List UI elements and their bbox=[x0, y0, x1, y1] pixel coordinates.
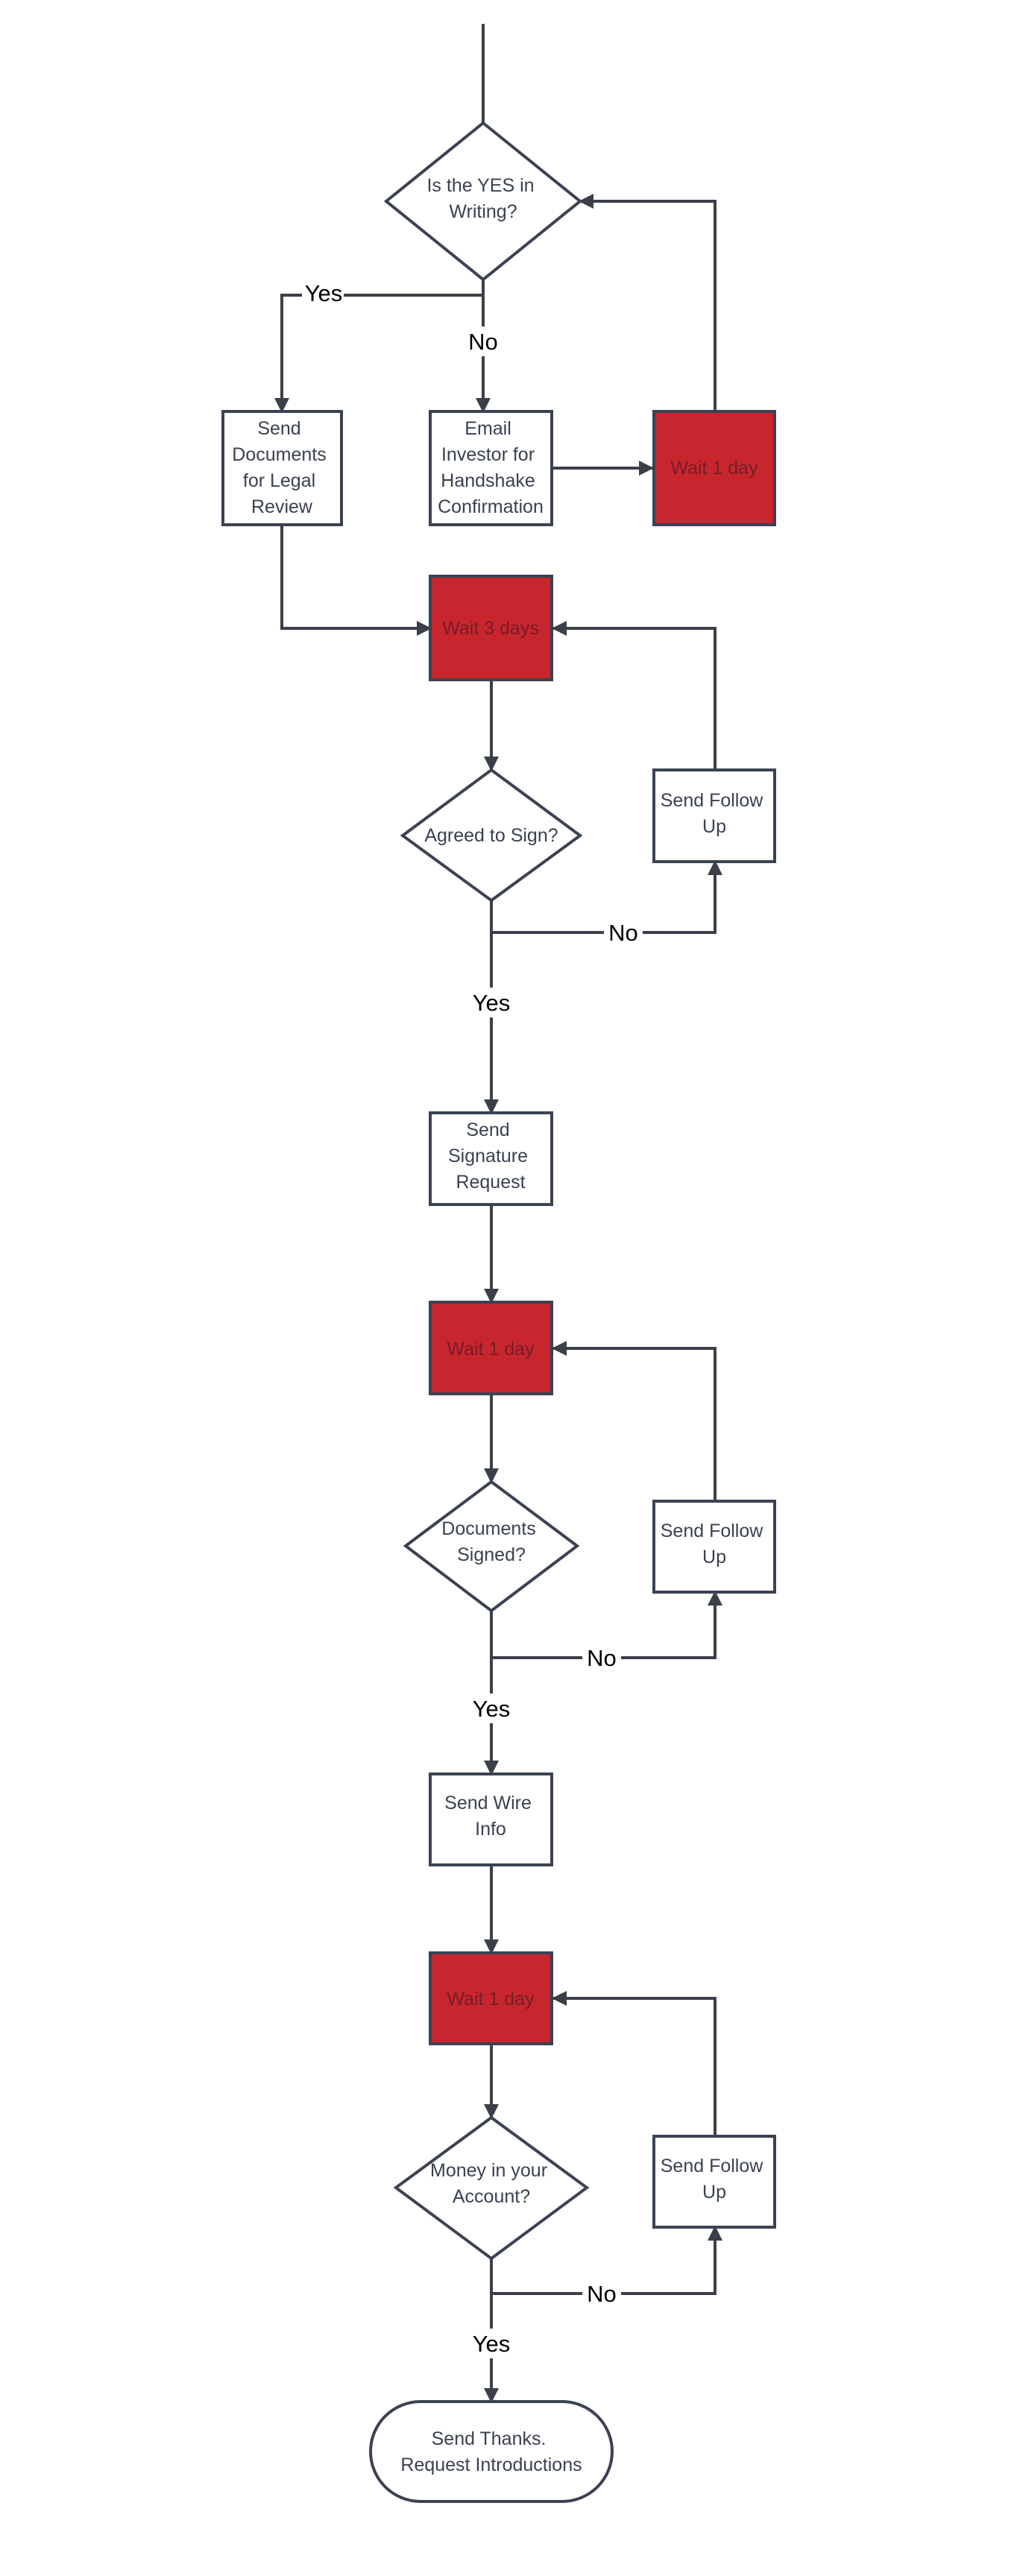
legal-review-line-4: Review bbox=[251, 496, 313, 517]
edge-label-agreed-yes: Yes bbox=[473, 990, 511, 1016]
svg-text:Money in your Account?: Money in your Account? bbox=[430, 2160, 552, 2207]
decision-agreed-to-sign: Agreed to Sign? bbox=[400, 768, 583, 903]
edge-label-signed-yes: Yes bbox=[473, 1696, 511, 1722]
decision-agreed-label: Agreed to Sign? bbox=[424, 825, 558, 846]
follow-up-2-line-2: Up bbox=[702, 1547, 726, 1568]
edge-follow-up-2-to-wait bbox=[552, 1341, 717, 1501]
email-investor-line-1: Email bbox=[465, 418, 511, 439]
decision-money-in-account: Money in your Account? bbox=[393, 2115, 590, 2261]
email-investor-line-4: Confirmation bbox=[438, 496, 544, 517]
node-legal-review: Send Documents for Legal Review bbox=[221, 410, 343, 526]
follow-up-1-line-2: Up bbox=[702, 816, 726, 837]
legal-review-line-1: Send bbox=[257, 418, 300, 439]
edge-writing-to-legal-review bbox=[274, 280, 485, 413]
svg-text:Is the YES in Writing?: Is the YES in Writing? bbox=[426, 175, 539, 222]
decision-writing: Is the YES in Writing? bbox=[383, 121, 583, 282]
legal-review-line-2: Documents bbox=[232, 444, 326, 465]
terminal-send-thanks: Send Thanks. Request Introductions bbox=[369, 2400, 614, 2503]
edge-agreed-no-to-follow-up bbox=[490, 860, 722, 934]
signature-request-line-1: Send bbox=[466, 1120, 509, 1140]
svg-text:Send Follow Up: Send Follow Up bbox=[661, 790, 769, 837]
edge-label-agreed-no: No bbox=[608, 920, 638, 946]
signature-request-line-3: Request bbox=[456, 1172, 525, 1193]
edge-label-writing-yes: Yes bbox=[305, 280, 343, 306]
terminal-thanks-line-2: Request Introductions bbox=[400, 2455, 582, 2475]
node-follow-up-3: Send Follow Up bbox=[652, 2135, 776, 2229]
wait-3-days-label: Wait 3 days bbox=[442, 618, 539, 639]
node-wire-info: Send Wire Info bbox=[429, 1772, 553, 1866]
node-wait-1-day-top: Wait 1 day bbox=[652, 410, 776, 526]
wait-1-day-wire-label: Wait 1 day bbox=[447, 1989, 535, 2010]
node-follow-up-2: Send Follow Up bbox=[652, 1500, 776, 1594]
wait-1-day-top-label: Wait 1 day bbox=[670, 458, 758, 479]
svg-text:Documents Signed?: Documents Signed? bbox=[441, 1518, 541, 1565]
decision-writing-line-1: Is the YES in bbox=[426, 175, 534, 196]
edge-label-writing-no: No bbox=[468, 329, 498, 355]
svg-text:Send Follow Up: Send Follow Up bbox=[661, 1521, 769, 1568]
decision-money-line-1: Money in your bbox=[430, 2160, 547, 2181]
edge-wait-back-to-writing bbox=[579, 194, 717, 411]
svg-text:Send Thanks. Request Int: Send Thanks. Request Introductions bbox=[400, 2428, 582, 2475]
wire-info-line-1: Send Wire bbox=[444, 1793, 532, 1813]
decision-signed-line-1: Documents bbox=[441, 1518, 535, 1539]
email-investor-line-3: Handshake bbox=[441, 470, 535, 491]
edge-label-money-no: No bbox=[587, 2281, 617, 2307]
decision-writing-line-2: Writing? bbox=[449, 201, 517, 222]
svg-text:Email Investor for: Email Investor for Handshake Confirmatio… bbox=[438, 418, 544, 517]
decision-documents-signed: Documents Signed? bbox=[403, 1480, 580, 1613]
edge-label-money-yes: Yes bbox=[473, 2331, 511, 2357]
decision-signed-line-2: Signed? bbox=[457, 1544, 526, 1565]
email-investor-line-2: Investor for bbox=[441, 444, 535, 465]
node-wait-3-days: Wait 3 days bbox=[429, 575, 553, 681]
terminal-thanks-line-1: Send Thanks. bbox=[432, 2428, 547, 2449]
node-wait-1-day-wire: Wait 1 day bbox=[429, 1951, 553, 2045]
edge-labels: Yes No No Yes No Yes No Yes bbox=[302, 279, 643, 2358]
wire-info-line-2: Info bbox=[475, 1819, 506, 1840]
edge-legal-to-wait-3-days bbox=[280, 525, 432, 636]
node-wait-1-day-signature: Wait 1 day bbox=[429, 1301, 553, 1395]
node-email-investor: Email Investor for Handshake Confirmatio… bbox=[429, 410, 553, 526]
follow-up-3-line-1: Send Follow bbox=[661, 2156, 764, 2176]
legal-review-line-3: for Legal bbox=[243, 470, 315, 491]
edge-follow-up-3-to-wait bbox=[552, 1991, 717, 2136]
edge-label-signed-no: No bbox=[587, 1645, 617, 1671]
follow-up-2-line-1: Send Follow bbox=[661, 1521, 764, 1541]
svg-text:Send Follow Up: Send Follow Up bbox=[661, 2156, 769, 2203]
svg-text:Send Documents for: Send Documents for Legal Review bbox=[232, 418, 331, 517]
node-follow-up-1: Send Follow Up bbox=[652, 768, 776, 863]
follow-up-1-line-1: Send Follow bbox=[661, 790, 764, 811]
svg-text:Send Signature Req: Send Signature Request bbox=[448, 1120, 533, 1193]
edge-follow-up-1-to-wait-3 bbox=[552, 621, 717, 770]
signature-request-line-2: Signature bbox=[448, 1146, 528, 1167]
follow-up-3-line-2: Up bbox=[702, 2182, 726, 2203]
svg-text:Send Wire Info: Send Wire Info bbox=[444, 1793, 537, 1840]
wait-1-day-signature-label: Wait 1 day bbox=[447, 1339, 535, 1360]
decision-money-line-2: Account? bbox=[453, 2186, 530, 2207]
node-signature-request: Send Signature Request bbox=[429, 1111, 553, 1206]
